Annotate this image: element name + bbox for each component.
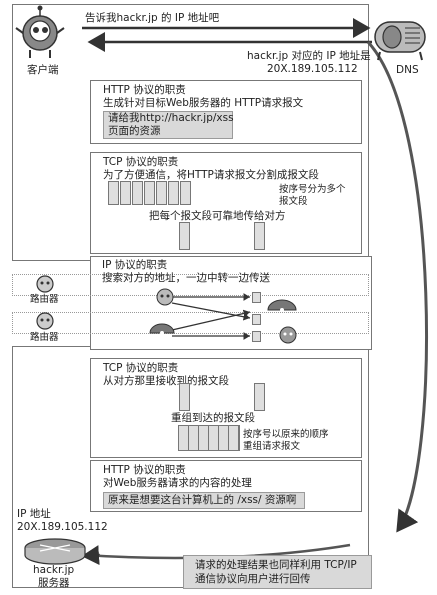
ip-desc: 搜索对方的地址，一边中转一边传送: [102, 272, 270, 284]
server-segment-stack-left: [179, 383, 190, 411]
http-server-result: 原来是想要这台计算机上的 /xss/ 资源啊: [103, 492, 305, 509]
reassembled-message: [178, 425, 240, 451]
client-label: 客户端: [27, 64, 59, 76]
tcp-client-note-2: 报文段: [279, 196, 308, 207]
ip-packet-2: [252, 314, 261, 325]
ip-packet-3: [252, 331, 261, 342]
segment-7: [180, 181, 191, 205]
segment-1: [108, 181, 119, 205]
tcp-client-note-1: 按序号分为多个: [279, 184, 346, 195]
segment-5: [156, 181, 167, 205]
tcp-server-note-1: 按序号以原来的顺序: [243, 429, 329, 440]
response-note-line-2: 通信协议向用户进行回传: [195, 573, 311, 585]
tcp-server-reassembled: 重组到达的报文段: [171, 412, 255, 424]
ip-title: IP 协议的职责: [102, 259, 168, 271]
dns-request-text: 告诉我hackr.jp 的 IP 地址吧: [85, 12, 220, 24]
dns-reply-line-2: 20X.189.105.112: [267, 63, 358, 75]
segment-6: [168, 181, 179, 205]
http-client-desc: 生成针对目标Web服务器的 HTTP请求报文: [103, 97, 304, 109]
router-label-1: 路由器: [30, 294, 59, 305]
server-name-2: 服务器: [38, 577, 70, 589]
server-name-1: hackr.jp: [33, 564, 75, 576]
server-ip-value: 20X.189.105.112: [17, 521, 108, 533]
segment-4: [144, 181, 155, 205]
segment-2: [120, 181, 131, 205]
http-request-line-1: 请给我http://hackr.jp/xss: [108, 112, 234, 124]
ip-layer-frame: [90, 256, 372, 350]
tcp-client-title: TCP 协议的职责: [103, 156, 179, 168]
http-server-result-text: 原来是想要这台计算机上的 /xss/ 资源啊: [108, 494, 297, 506]
tcp-server-title: TCP 协议的职责: [103, 362, 179, 374]
tcp-server-desc: 从对方那里接收到的报文段: [103, 375, 229, 387]
http-server-title: HTTP 协议的职责: [103, 464, 186, 476]
router-lane-top: [12, 274, 369, 296]
router-lane-bottom: [12, 312, 369, 334]
tcp-client-transfer: 把每个报文段可靠地传给对方: [149, 210, 286, 222]
http-request-line-2: 页面的资源: [108, 125, 161, 137]
server-ip-label: IP 地址: [17, 508, 51, 520]
http-client-title: HTTP 协议的职责: [103, 84, 186, 96]
segment-stack-left: [179, 222, 190, 250]
http-request-message: 请给我http://hackr.jp/xss 页面的资源: [103, 111, 234, 139]
dns-reply-line-1: hackr.jp 对应的 IP 地址是: [247, 50, 371, 62]
http-server-box: HTTP 协议的职责 对Web服务器请求的内容的处理 原来是想要这台计算机上的 …: [90, 460, 362, 512]
http-client-box: HTTP 协议的职责 生成针对目标Web服务器的 HTTP请求报文 请给我htt…: [90, 80, 362, 144]
router-label-2: 路由器: [30, 332, 59, 343]
ip-packet-1: [252, 292, 261, 303]
segment-3: [132, 181, 143, 205]
server-segment-stack-right: [254, 383, 265, 411]
http-server-desc: 对Web服务器请求的内容的处理: [103, 477, 252, 489]
segment-stack-right: [254, 222, 265, 250]
tcp-server-note-2: 重组请求报文: [243, 441, 301, 452]
response-note-box: 请求的处理结果也同样利用 TCP/IP 通信协议向用户进行回传: [183, 555, 372, 589]
dns-label: DNS: [396, 64, 419, 76]
tcp-client-desc: 为了方便通信，将HTTP请求报文分割成报文段: [103, 169, 319, 181]
response-note-line-1: 请求的处理结果也同样利用 TCP/IP: [195, 559, 357, 571]
